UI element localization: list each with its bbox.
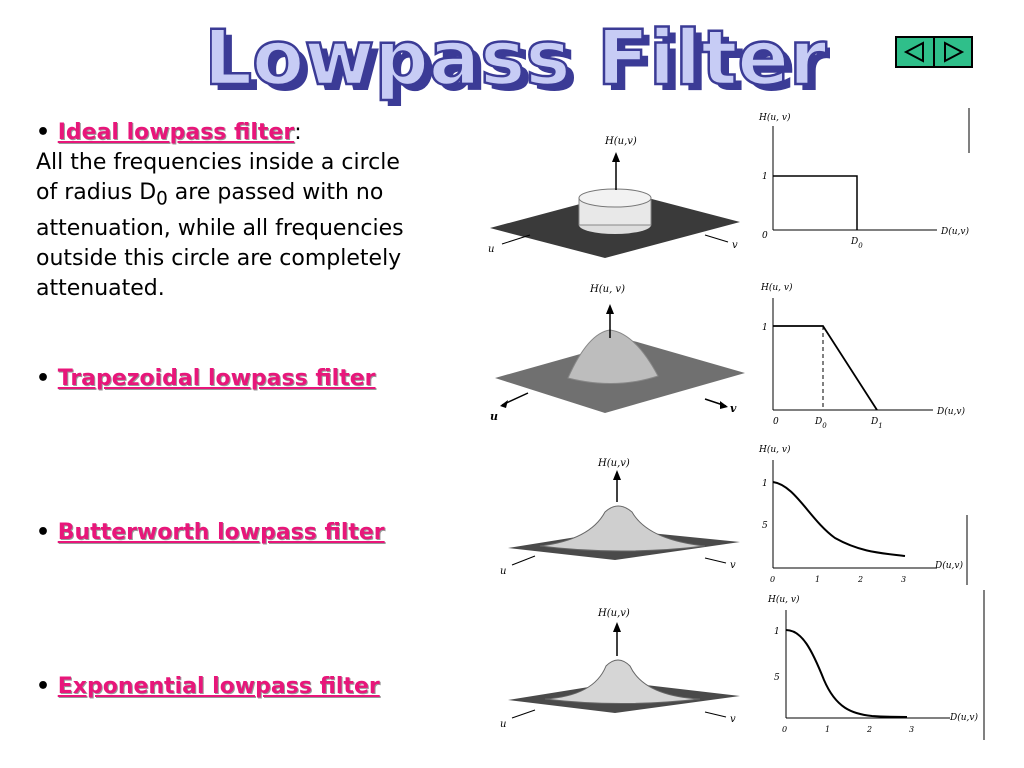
- next-slide-button[interactable]: [933, 38, 971, 66]
- butterworth-filter-link[interactable]: Butterworth lowpass filter: [57, 520, 385, 545]
- svg-text:D(u,v): D(u,v): [949, 712, 978, 723]
- ideal-profile-graph: H(u, v) 1 0 D0 D(u,v): [758, 108, 970, 250]
- slide-title: Lowpass Filter Lowpass Filter: [210, 18, 830, 108]
- svg-text:1: 1: [774, 627, 780, 637]
- svg-text:u: u: [490, 410, 498, 423]
- exponential-filter-link[interactable]: Exponential lowpass filter: [57, 674, 380, 699]
- exponential-profile-graph: H(u, v) 1 5 0 1 2 3 D(u,v): [767, 590, 985, 740]
- svg-text:H(u, v): H(u, v): [767, 594, 800, 605]
- butterworth-section: • Butterworth lowpass filter: [36, 520, 385, 545]
- triangle-left-icon: [903, 41, 924, 63]
- slide-title-text: Lowpass Filter: [210, 18, 827, 102]
- svg-text:2: 2: [866, 725, 872, 734]
- butterworth-surface-plot: H(u,v) u v: [500, 458, 740, 577]
- svg-text:0: 0: [773, 417, 779, 427]
- svg-text:1: 1: [815, 575, 820, 584]
- svg-text:3: 3: [901, 575, 906, 584]
- svg-text:3: 3: [909, 725, 914, 734]
- ideal-surface-plot: H(u,v) u v: [488, 136, 740, 258]
- svg-text:H(u, v): H(u, v): [589, 284, 625, 295]
- svg-text:2: 2: [857, 575, 863, 584]
- colon: :: [294, 120, 302, 145]
- svg-text:D(u,v): D(u,v): [940, 226, 969, 237]
- svg-text:H(u, v): H(u, v): [758, 112, 791, 123]
- svg-text:D0: D0: [850, 237, 863, 250]
- slide-title-shadow: Lowpass Filter: [211, 19, 830, 108]
- svg-text:v: v: [730, 560, 736, 571]
- slide-nav: [895, 36, 973, 68]
- svg-text:0: 0: [762, 231, 768, 241]
- svg-text:1: 1: [762, 172, 768, 182]
- svg-text:D1: D1: [870, 417, 883, 430]
- svg-text:5: 5: [774, 673, 780, 683]
- svg-text:1: 1: [762, 323, 768, 333]
- ideal-section: • Ideal lowpass filter: All the frequenc…: [36, 118, 416, 304]
- svg-text:H(u, v): H(u, v): [760, 282, 793, 293]
- svg-text:1: 1: [762, 479, 768, 489]
- svg-text:0: 0: [782, 725, 787, 734]
- svg-text:D(u,v): D(u,v): [934, 560, 963, 571]
- bullet: •: [36, 120, 58, 145]
- svg-text:5: 5: [762, 521, 768, 531]
- exponential-surface-plot: H(u,v) u v: [500, 608, 740, 730]
- butterworth-profile-graph: H(u, v) 1 5 0 1 2 3 D(u,v): [758, 444, 968, 585]
- exponential-section: • Exponential lowpass filter: [36, 674, 380, 699]
- svg-text:u: u: [488, 244, 494, 255]
- ideal-description: All the frequencies inside a circle of r…: [36, 150, 404, 302]
- svg-text:1: 1: [825, 725, 830, 734]
- svg-text:H(u,v): H(u,v): [597, 458, 630, 469]
- svg-text:D(u,v): D(u,v): [936, 406, 965, 417]
- ideal-filter-link[interactable]: Ideal lowpass filter: [57, 120, 295, 145]
- prev-slide-button[interactable]: [897, 38, 933, 66]
- svg-text:v: v: [732, 240, 738, 251]
- trapezoidal-profile-graph: H(u, v) 1 0 D0 D1 D(u,v): [760, 282, 965, 430]
- trapezoidal-section: • Trapezoidal lowpass filter: [36, 366, 376, 391]
- svg-text:v: v: [730, 402, 737, 415]
- triangle-right-icon: [944, 41, 965, 63]
- svg-text:H(u,v): H(u,v): [597, 608, 630, 619]
- svg-text:v: v: [730, 714, 736, 725]
- trapezoidal-surface-plot: H(u, v) u v: [490, 284, 745, 423]
- svg-text:H(u,v): H(u,v): [604, 136, 637, 147]
- svg-text:D0: D0: [814, 417, 827, 430]
- svg-text:H(u, v): H(u, v): [758, 444, 791, 455]
- trapezoidal-filter-link[interactable]: Trapezoidal lowpass filter: [57, 366, 376, 391]
- svg-text:u: u: [500, 566, 506, 577]
- svg-text:u: u: [500, 719, 506, 730]
- svg-text:0: 0: [770, 575, 775, 584]
